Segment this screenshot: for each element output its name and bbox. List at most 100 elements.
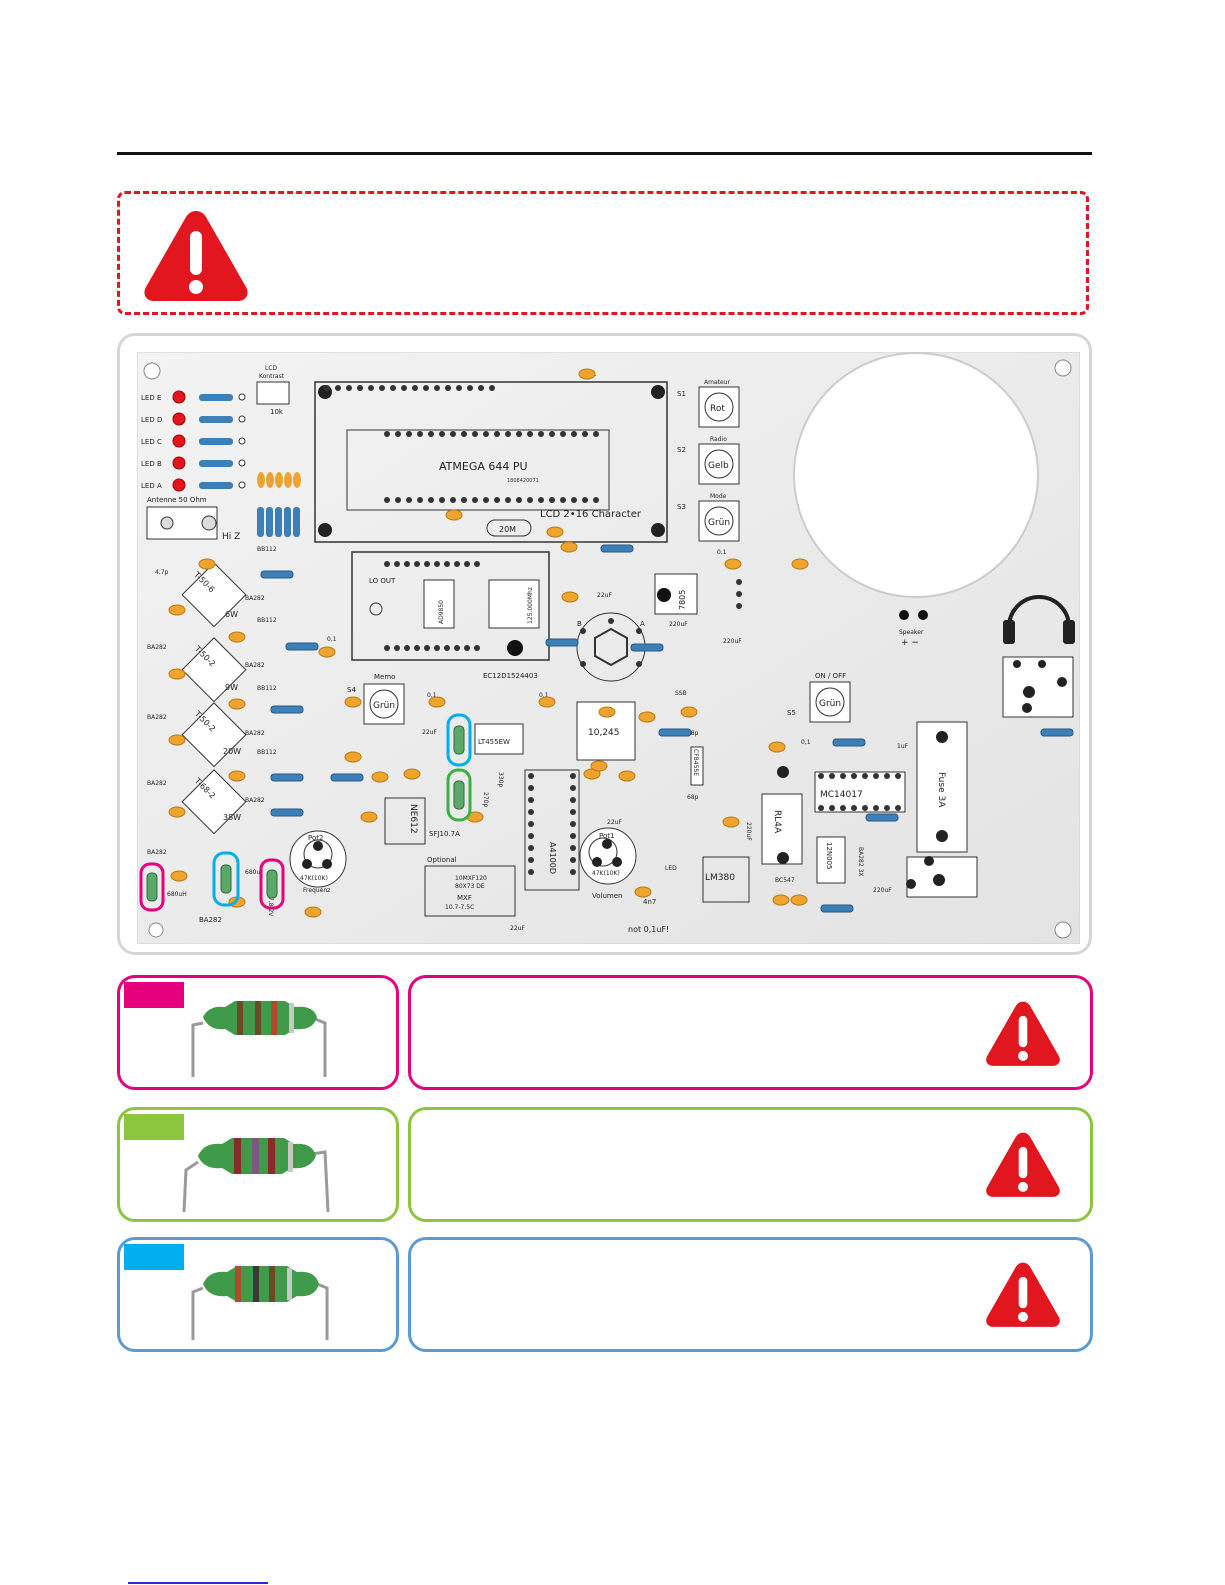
pin bbox=[394, 561, 400, 567]
pin bbox=[570, 785, 576, 791]
pin bbox=[439, 497, 445, 503]
pin bbox=[444, 645, 450, 651]
ic-12n005 bbox=[816, 836, 846, 884]
toroid-3: T-50-2 20W bbox=[181, 702, 247, 768]
pin bbox=[862, 805, 868, 811]
toroid-2: T-50-2 9W bbox=[181, 637, 247, 703]
pin bbox=[829, 805, 835, 811]
svg-text:0,1: 0,1 bbox=[327, 636, 337, 643]
led bbox=[172, 390, 186, 404]
sfj-label: SFJ10.7A bbox=[429, 830, 460, 838]
svg-text:68p: 68p bbox=[687, 794, 699, 801]
resistor bbox=[199, 460, 233, 467]
pin bbox=[417, 431, 423, 437]
optional-label: Optional bbox=[427, 856, 457, 864]
pin bbox=[406, 497, 412, 503]
pin bbox=[818, 773, 824, 779]
inductor bbox=[220, 864, 232, 894]
svg-text:220uF: 220uF bbox=[873, 887, 892, 894]
pin bbox=[582, 497, 588, 503]
svg-text:Grün: Grün bbox=[819, 699, 841, 709]
led bbox=[172, 456, 186, 470]
pin bbox=[884, 805, 890, 811]
resistor bbox=[270, 773, 304, 782]
ic-a4100d bbox=[524, 769, 580, 891]
lcd-contrast-label-2: Kontrast bbox=[259, 373, 285, 380]
svg-text:S2: S2 bbox=[677, 446, 686, 454]
svg-text:220uF: 220uF bbox=[669, 621, 688, 628]
capacitor bbox=[168, 734, 186, 746]
svg-text:BC547: BC547 bbox=[775, 877, 795, 884]
svg-text:0,1: 0,1 bbox=[539, 692, 549, 699]
svg-text:Pot1: Pot1 bbox=[599, 832, 614, 840]
svg-text:47K(10K): 47K(10K) bbox=[592, 870, 620, 877]
capacitor bbox=[371, 771, 389, 783]
pin bbox=[401, 385, 407, 391]
ic-lm380 bbox=[702, 856, 750, 903]
dds-pins bbox=[384, 561, 480, 651]
warning-box bbox=[117, 191, 1089, 315]
inductor bbox=[266, 869, 278, 899]
svg-text:4,7p: 4,7p bbox=[155, 569, 169, 576]
capacitor bbox=[680, 706, 698, 718]
svg-text:S4: S4 bbox=[347, 686, 356, 694]
speaker-plus-minus-icon: + − bbox=[901, 638, 919, 648]
pad bbox=[238, 415, 246, 423]
resistor bbox=[284, 507, 291, 537]
pin bbox=[570, 833, 576, 839]
pin bbox=[384, 431, 390, 437]
lcd-label: LCD 2•16 Character bbox=[540, 509, 642, 520]
pin bbox=[404, 561, 410, 567]
capacitor bbox=[228, 631, 246, 643]
button-s1: Amateur Rot S1 bbox=[677, 379, 740, 428]
svg-text:MXF: MXF bbox=[457, 894, 472, 902]
svg-text:330p: 330p bbox=[497, 772, 504, 787]
mounting-hole bbox=[1054, 359, 1072, 377]
svg-text:Frequenz: Frequenz bbox=[303, 887, 330, 894]
pin bbox=[527, 431, 533, 437]
capacitor bbox=[275, 472, 283, 488]
capacitor bbox=[618, 770, 636, 782]
svg-text:Radio: Radio bbox=[710, 436, 727, 443]
color-tag-blue bbox=[124, 1244, 184, 1270]
svg-text:Amateur: Amateur bbox=[704, 379, 730, 386]
pin bbox=[560, 497, 566, 503]
pin bbox=[489, 385, 495, 391]
resistor bbox=[545, 638, 579, 647]
capacitor bbox=[318, 646, 336, 658]
pin bbox=[439, 431, 445, 437]
pin bbox=[454, 561, 460, 567]
dds-code-label: EC12D1524403 bbox=[483, 672, 538, 680]
svg-text:BA282: BA282 bbox=[245, 797, 265, 804]
svg-text:BA282: BA282 bbox=[147, 780, 167, 787]
svg-text:9W: 9W bbox=[225, 683, 238, 692]
svg-text:Memo: Memo bbox=[374, 673, 395, 681]
svg-text:270p: 270p bbox=[482, 792, 489, 807]
svg-text:BA282: BA282 bbox=[199, 916, 222, 924]
svg-text:68p: 68p bbox=[687, 730, 699, 737]
pin bbox=[873, 773, 879, 779]
pin bbox=[516, 497, 522, 503]
pin bbox=[528, 869, 534, 875]
highlight-magenta bbox=[259, 858, 285, 910]
pin bbox=[414, 561, 420, 567]
resistor bbox=[270, 705, 304, 714]
pin bbox=[412, 385, 418, 391]
on-off-label: ON / OFF bbox=[815, 672, 846, 680]
pin bbox=[335, 385, 341, 391]
pin bbox=[483, 431, 489, 437]
highlight-green bbox=[446, 768, 472, 822]
svg-text:A4100D: A4100D bbox=[548, 842, 557, 874]
capacitor bbox=[791, 558, 809, 570]
svg-text:BB112: BB112 bbox=[257, 617, 277, 624]
pin bbox=[582, 431, 588, 437]
svg-text:BB112: BB112 bbox=[257, 685, 277, 692]
pin bbox=[384, 561, 390, 567]
pin bbox=[862, 773, 868, 779]
resistor bbox=[658, 728, 692, 737]
resistor bbox=[330, 773, 364, 782]
lcd-contrast-label-1: LCD bbox=[265, 365, 278, 372]
resistor bbox=[600, 544, 634, 553]
mounting-hole bbox=[148, 922, 164, 938]
